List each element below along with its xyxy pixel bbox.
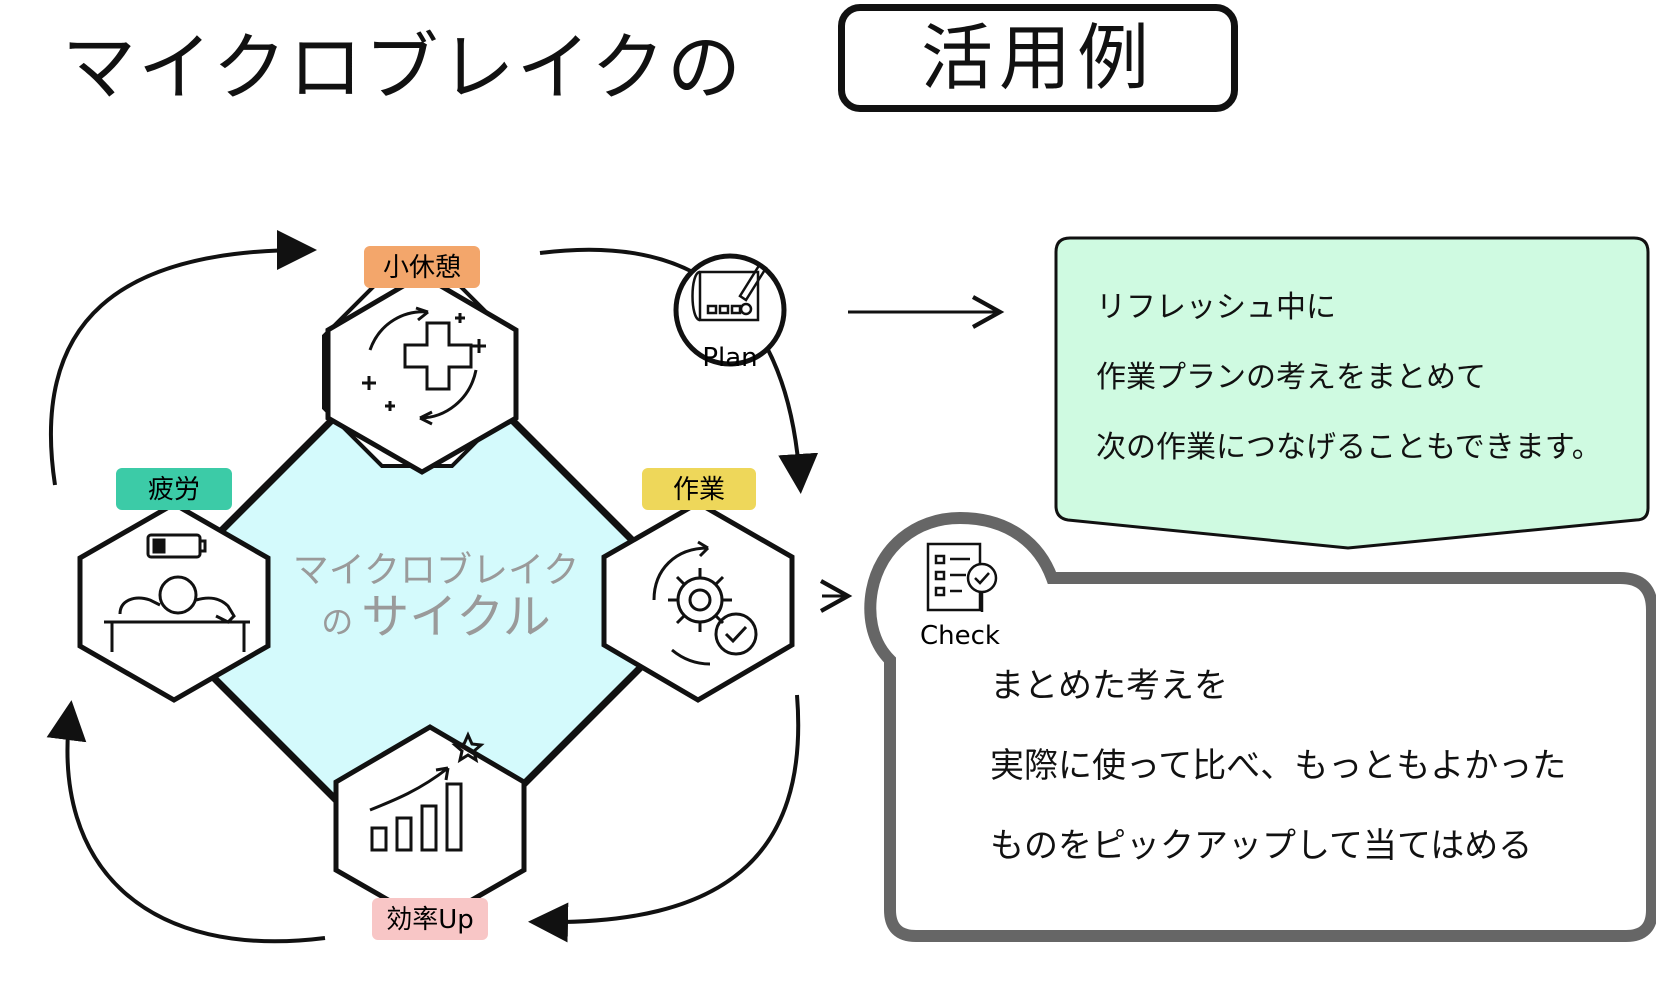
refresh-plus-icon xyxy=(362,306,486,426)
check-text-line-3: ものをピックアップして当てはめる xyxy=(990,826,1533,866)
svg-text:疲労: 疲労 xyxy=(148,475,200,505)
checklist-magnifier-icon xyxy=(926,542,998,612)
stage-work-label: 作業 xyxy=(642,468,756,510)
cycle-center-line2: のサイクル xyxy=(321,589,551,645)
plan-text-line-2: 作業プランの考えをまとめて xyxy=(1096,360,1486,395)
check-icon: Check xyxy=(920,542,1000,651)
stage-rest-label: 小休憩 xyxy=(364,246,480,288)
svg-text:効率Up: 効率Up xyxy=(386,905,474,935)
cycle-arrow-fatigue-to-rest xyxy=(49,230,317,486)
stage-fatigue-label: 疲労 xyxy=(116,468,232,510)
plan-box xyxy=(1054,236,1650,550)
svg-text:Check: Check xyxy=(920,621,1000,651)
svg-text:作業: 作業 xyxy=(673,475,725,505)
growth-chart-icon xyxy=(369,731,485,852)
page-title-boxed: 活用例 xyxy=(838,4,1238,112)
plan-icon: Plan xyxy=(673,253,787,373)
check-text-line-2: 実際に使って比べ、もっともよかった xyxy=(990,746,1567,786)
plan-text-line-3: 次の作業につなげることもできます。 xyxy=(1096,430,1602,465)
stage-rest-node xyxy=(322,272,519,475)
page-title: マイクロブレイクの xyxy=(62,25,744,111)
cycle-center-line1: マイクロブレイク xyxy=(293,550,580,591)
plan-text-line-1: リフレッシュ中に xyxy=(1096,290,1336,325)
svg-text:Plan: Plan xyxy=(702,343,757,373)
gear-check-icon xyxy=(652,540,758,666)
stage-work-node xyxy=(601,500,795,703)
cycle-arrow-work-to-efficiency xyxy=(528,694,801,943)
stage-efficiency-label: 効率Up xyxy=(372,898,488,940)
svg-text:小休憩: 小休憩 xyxy=(383,253,461,283)
cycle-arrow-efficiency-to-fatigue xyxy=(46,700,326,944)
stage-fatigue-node xyxy=(77,501,271,703)
blueprint-pencil-icon xyxy=(691,262,768,322)
check-text-line-1: まとめた考えを xyxy=(990,666,1228,706)
tired-person-icon xyxy=(104,533,250,652)
check-box xyxy=(864,511,1656,942)
